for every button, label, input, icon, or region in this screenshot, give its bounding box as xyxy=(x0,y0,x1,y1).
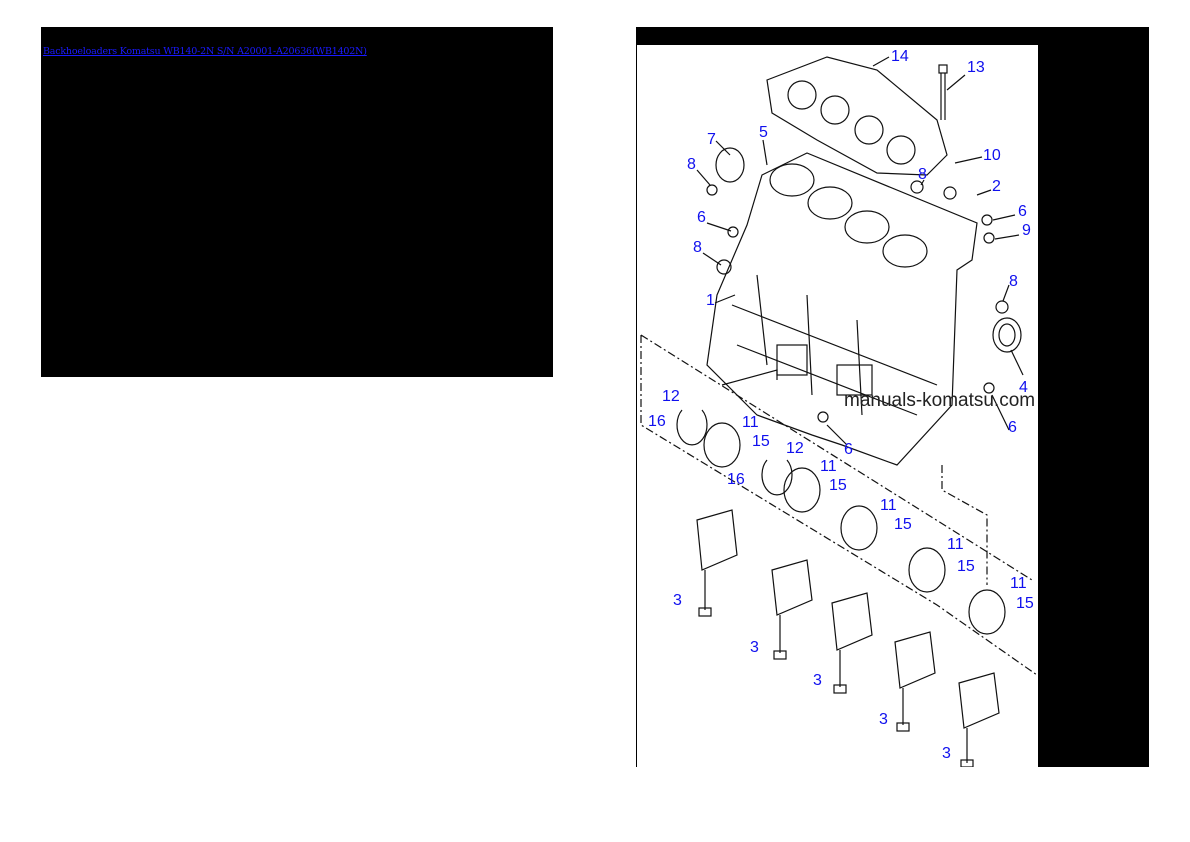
callout-label: 15 xyxy=(894,516,912,533)
callout-label: 7 xyxy=(707,131,716,148)
callout-label: 8 xyxy=(918,166,927,183)
callout-label: 8 xyxy=(693,239,702,256)
callout-label: 8 xyxy=(687,156,696,173)
callout-label: 14 xyxy=(891,48,909,65)
callout-label: 11 xyxy=(1010,575,1027,592)
callout-label: 2 xyxy=(992,178,1001,195)
callout-label: 3 xyxy=(942,745,951,762)
callout-label: 15 xyxy=(1016,595,1034,612)
watermark-text: manuals-komatsu.com xyxy=(844,390,1036,411)
callout-label: 1 xyxy=(706,292,715,309)
breadcrumb-link[interactable]: Backhoeloaders Komatsu WB140-2N S/N A200… xyxy=(43,46,367,57)
callout-label: 12 xyxy=(662,388,680,405)
callout-label: 5 xyxy=(759,124,768,141)
callout-label: 9 xyxy=(1022,222,1031,239)
callout-label: 15 xyxy=(957,558,975,575)
callout-label: 3 xyxy=(813,672,822,689)
callout-label: 13 xyxy=(967,59,985,76)
callout-label: 15 xyxy=(752,433,770,450)
diagram-panel: manuals-komatsu.com 14 13 7 5 10 8 8 2 6… xyxy=(636,27,1149,767)
callout-label: 11 xyxy=(742,414,759,431)
callout-label: 6 xyxy=(1008,419,1017,436)
callout-label: 3 xyxy=(750,639,759,656)
callout-label: 11 xyxy=(880,497,897,514)
callout-label: 6 xyxy=(1018,203,1027,220)
callout-label: 11 xyxy=(820,458,837,475)
callout-label: 3 xyxy=(879,711,888,728)
callout-label: 12 xyxy=(786,440,804,457)
engine-block-illustration xyxy=(640,56,1038,767)
callout-label: 4 xyxy=(1019,379,1028,396)
callout-label: 10 xyxy=(983,147,1001,164)
callout-label: 8 xyxy=(1009,273,1018,290)
callout-label: 6 xyxy=(844,441,853,458)
callout-label: 16 xyxy=(727,471,745,488)
parts-diagram: manuals-komatsu.com 14 13 7 5 10 8 8 2 6… xyxy=(637,45,1038,767)
document-header-panel: Backhoeloaders Komatsu WB140-2N S/N A200… xyxy=(41,27,553,377)
callout-label: 6 xyxy=(697,209,706,226)
callout-label: 16 xyxy=(648,413,666,430)
callout-label: 15 xyxy=(829,477,847,494)
callout-label: 11 xyxy=(947,536,964,553)
callout-label: 3 xyxy=(673,592,682,609)
